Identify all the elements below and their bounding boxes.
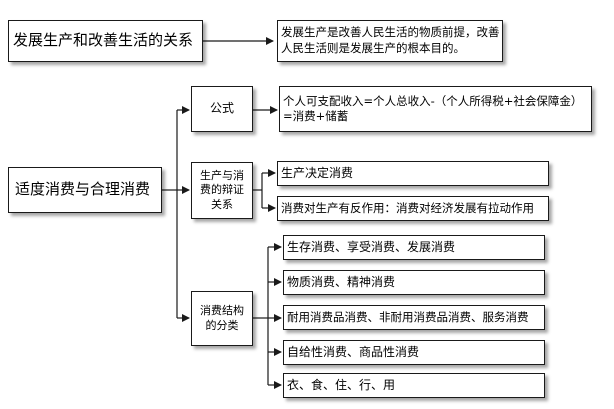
structure-child-5: 衣、食、住、行、用 <box>283 373 545 398</box>
structure-child-2-text: 物质消费、精神消费 <box>287 274 396 289</box>
structure-child-1: 生存消费、享受消费、发展消费 <box>283 235 545 260</box>
relation-topic-box: 发展生产和改善生活的关系 <box>8 20 203 62</box>
dialectic-child-2: 消费对生产有反作用：消费对经济发展有拉动作用 <box>277 196 549 221</box>
structure-child-2: 物质消费、精神消费 <box>283 270 545 295</box>
branch-dialectic-label: 生产与消费的辩证关系 <box>200 169 244 211</box>
main-topic-label: 适度消费与合理消费 <box>15 180 151 199</box>
structure-child-1-text: 生存消费、享受消费、发展消费 <box>287 239 456 254</box>
structure-child-4-text: 自给性消费、商品性消费 <box>287 344 420 359</box>
dialectic-child-1: 生产决定消费 <box>277 161 549 186</box>
dialectic-child-2-text: 消费对生产有反作用：消费对经济发展有拉动作用 <box>281 201 534 216</box>
formula-detail-box: 个人可支配收入=个人总收入-（个人所得税+社会保障金）=消费+储蓄 <box>279 86 592 132</box>
formula-detail-text: 个人可支配收入=个人总收入-（个人所得税+社会保障金）=消费+储蓄 <box>283 94 583 123</box>
relation-description-text: 发展生产是改善人民生活的物质前提，改善人民生活则是发展生产的根本目的。 <box>281 25 500 55</box>
structure-child-3-text: 耐用消费品消费、非耐用消费品消费、服务消费 <box>287 310 529 325</box>
branch-formula-label: 公式 <box>209 101 234 116</box>
relation-description-box: 发展生产是改善人民生活的物质前提，改善人民生活则是发展生产的根本目的。 <box>277 20 503 62</box>
structure-child-3: 耐用消费品消费、非耐用消费品消费、服务消费 <box>283 305 545 330</box>
branch-structure-label: 消费结构的分类 <box>200 304 244 332</box>
main-topic-box: 适度消费与合理消费 <box>8 167 162 213</box>
structure-child-5-text: 衣、食、住、行、用 <box>287 377 396 392</box>
branch-dialectic-box: 生产与消费的辩证关系 <box>191 162 253 219</box>
dialectic-child-1-text: 生产决定消费 <box>281 165 354 180</box>
relation-topic-label: 发展生产和改善生活的关系 <box>13 31 194 50</box>
branch-structure-box: 消费结构的分类 <box>191 291 253 346</box>
branch-formula-box: 公式 <box>191 86 253 132</box>
structure-child-4: 自给性消费、商品性消费 <box>283 340 545 365</box>
